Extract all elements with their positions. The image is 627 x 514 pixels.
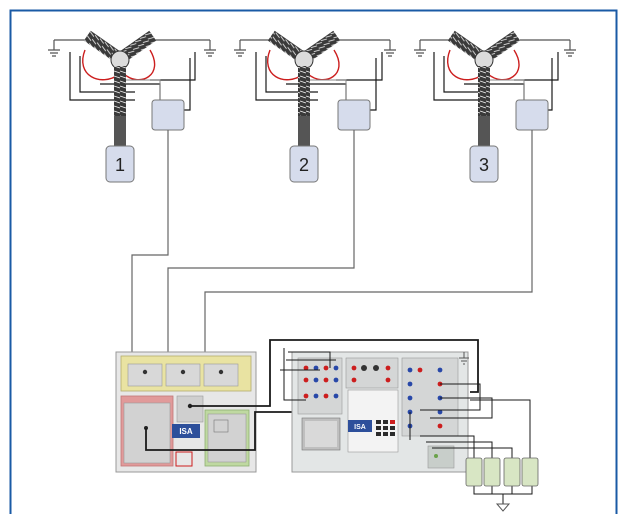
ground-symbol-right [520,39,576,57]
breaker-number: 3 [479,155,489,175]
terminal[interactable] [351,377,357,383]
input-terminal[interactable] [218,369,224,375]
ground-symbol-load [495,503,511,512]
terminal[interactable] [437,409,443,415]
status-indicator [434,454,438,458]
terminal[interactable] [333,365,339,371]
terminal[interactable] [437,423,443,429]
left-test-unit: ISA [115,351,257,473]
input-terminal[interactable] [180,369,186,375]
breaker-tank [469,145,499,183]
right-test-unit: ISA [291,351,469,473]
terminal[interactable] [313,393,319,399]
breaker-assembly-3: 3 [414,30,576,183]
terminal[interactable] [407,367,413,373]
terminal[interactable] [385,377,391,383]
terminal[interactable] [323,365,329,371]
bridge-wires [280,348,493,440]
current-transformer-pod [151,99,185,131]
terminal[interactable] [373,365,379,371]
keypad-key[interactable] [376,432,381,436]
terminal[interactable] [351,365,357,371]
breaker-number: 1 [115,155,125,175]
terminal[interactable] [313,377,319,383]
terminal[interactable] [313,365,319,371]
terminal-block-left [297,357,343,415]
left-unit-logo-box [172,424,200,438]
terminal[interactable] [323,377,329,383]
breaker-tank [105,145,135,183]
current-transformer-pod [337,99,371,131]
ground-symbol-left [234,39,270,57]
current-transformer-pod [515,99,549,131]
left-unit-logo: ISA [179,427,193,436]
breaker-head [447,30,521,116]
right-unit-logo: ISA [354,424,366,431]
keypad-key[interactable] [383,432,388,436]
terminal[interactable] [385,365,391,371]
diagram-border [9,9,618,514]
load-module [503,457,521,487]
terminal[interactable] [417,367,423,373]
keypad-key[interactable] [383,426,388,430]
terminal[interactable] [303,393,309,399]
breaker-assembly-1: 1 [48,30,216,183]
terminal[interactable] [333,377,339,383]
ground-symbol-right [150,39,216,57]
terminal[interactable] [303,365,309,371]
load-module [465,457,483,487]
keypad-key[interactable] [383,420,388,424]
terminal[interactable] [361,365,367,371]
breaker-tank [289,145,319,183]
breaker-assembly-2: 2 [234,30,396,183]
breaker-number: 2 [299,155,309,175]
keypad-key[interactable] [390,420,395,424]
right-unit-logo-box [348,420,372,432]
keypad-key[interactable] [376,420,381,424]
ground-symbol-right [336,39,396,57]
control-cables [145,339,479,451]
terminal[interactable] [303,377,309,383]
load-bank [420,399,539,512]
ground-symbol-left [414,39,452,57]
terminal[interactable] [407,395,413,401]
input-terminal[interactable] [142,369,148,375]
terminal[interactable] [323,393,329,399]
breaker-head [267,30,341,116]
terminal-block-center [345,357,399,389]
ground-symbol-unit [459,352,469,365]
terminal[interactable] [333,393,339,399]
keypad-key[interactable] [390,432,395,436]
terminal[interactable] [437,367,443,373]
breaker-head [83,30,157,116]
load-module [483,457,501,487]
keypad-key[interactable] [390,426,395,430]
terminal[interactable] [407,381,413,387]
load-module [521,457,539,487]
keypad-key[interactable] [376,426,381,430]
terminal-block-right [401,357,459,437]
keypad [376,420,395,436]
ground-symbol-left [48,39,90,57]
